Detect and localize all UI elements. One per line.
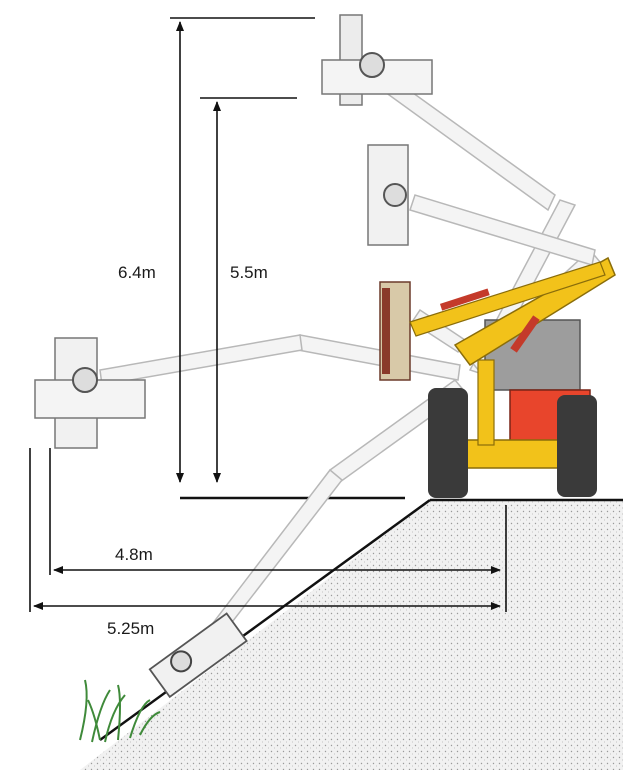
slope-surface-line	[99, 498, 431, 742]
grass-icon	[79, 679, 161, 743]
arm-top-dipper	[383, 78, 556, 212]
arm-middle-dipper	[409, 194, 596, 266]
flail-head-vertical-colored	[379, 281, 411, 381]
flail-head-top	[321, 14, 433, 106]
tractor-wheel-right	[557, 395, 597, 497]
flail-head-slope	[148, 612, 248, 699]
flail-mower-head-icon	[148, 612, 248, 699]
label-reach-slope: 4.8m	[115, 545, 153, 564]
dimension-labels: 6.4m 5.5m 4.8m 5.25m	[107, 262, 273, 638]
ground	[80, 496, 623, 770]
label-height-max: 6.4m	[118, 263, 156, 282]
hydraulic-ram-1	[439, 288, 490, 311]
arm-left-dipper	[99, 334, 303, 386]
hedge-cutter-dipper-arm	[409, 261, 606, 337]
hydraulic-ram-2	[510, 315, 540, 353]
flail-head-middle	[367, 144, 409, 246]
flail-head-left	[34, 337, 146, 449]
embankment-slope	[80, 500, 623, 770]
main-frame-post	[477, 359, 495, 446]
tractor-wheel-left	[428, 388, 468, 498]
label-reach-max: 5.25m	[107, 619, 154, 638]
arm-left-boom	[297, 334, 461, 381]
label-height-min: 5.5m	[230, 263, 268, 282]
dimension-lines	[29, 17, 507, 612]
tractor-icon	[409, 256, 616, 498]
